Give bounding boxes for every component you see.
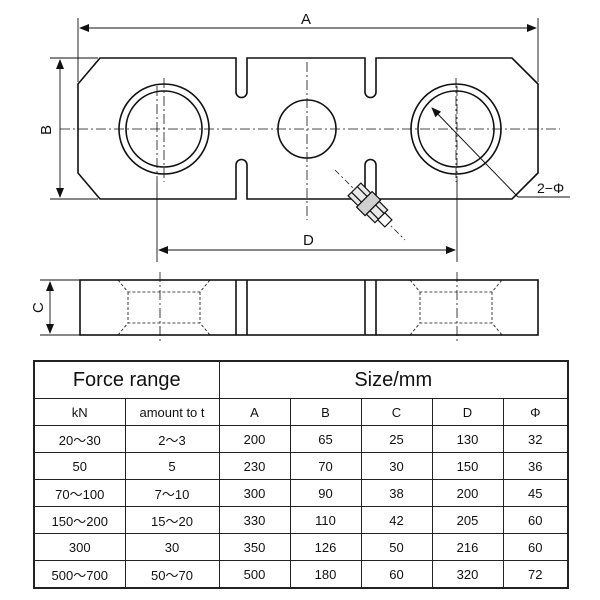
dimension-d: [156, 180, 458, 262]
cell-c: 30: [360, 452, 433, 480]
plate-outline: [77, 57, 539, 200]
dimension-d-label: D: [303, 232, 314, 249]
cell-kn: 50: [33, 452, 126, 480]
cell-phi: 45: [502, 479, 569, 507]
cable-connector: [334, 169, 406, 241]
table-row: 20～30 2～3 200 65 25 130 32: [33, 425, 569, 453]
side-view-hidden-bores: [117, 279, 503, 336]
cell-a: 500: [218, 560, 291, 589]
cell-a: 330: [218, 506, 291, 534]
cell-phi: 36: [502, 452, 569, 480]
cell-phi: 72: [502, 560, 569, 589]
cell-amount: 30: [124, 533, 220, 561]
cell-d: 320: [431, 560, 504, 589]
col-header-c: C: [360, 398, 433, 426]
side-view-center-lines: [159, 272, 458, 343]
cell-c: 42: [360, 506, 433, 534]
diameter-leader: [431, 107, 570, 198]
col-header-b: B: [289, 398, 362, 426]
table-row: 50 5 230 70 30 150 36: [33, 452, 569, 480]
force-range-header: Force range: [33, 360, 220, 399]
dimension-b-label: B: [38, 125, 55, 135]
cell-amount: 2～3: [124, 425, 220, 453]
col-header-d: D: [431, 398, 504, 426]
cell-kn: 150～200: [33, 506, 126, 534]
dimension-a-label: A: [301, 11, 311, 28]
cell-amount: 50～70: [124, 560, 220, 589]
cell-amount: 5: [124, 452, 220, 480]
col-header-phi: Φ: [502, 398, 569, 426]
cell-b: 180: [289, 560, 362, 589]
dimension-a: [77, 18, 539, 82]
cell-d: 205: [431, 506, 504, 534]
center-lines: [60, 62, 560, 220]
cell-c: 60: [360, 560, 433, 589]
cell-amount: 15～20: [124, 506, 220, 534]
column-header-row: kN amount to t A B C D Φ: [33, 398, 569, 426]
cell-phi: 60: [502, 506, 569, 534]
table-row: 150～200 15～20 330 110 42 205 60: [33, 506, 569, 534]
cell-b: 90: [289, 479, 362, 507]
cell-c: 25: [360, 425, 433, 453]
cell-a: 350: [218, 533, 291, 561]
table-row: 70～100 7～10 300 90 38 200 45: [33, 479, 569, 507]
cell-a: 230: [218, 452, 291, 480]
cell-a: 300: [218, 479, 291, 507]
cell-amount: 7～10: [124, 479, 220, 507]
cell-b: 70: [289, 452, 362, 480]
hole-callout: 2−Φ: [537, 180, 564, 196]
cell-c: 50: [360, 533, 433, 561]
dimension-c-label: C: [30, 302, 47, 313]
cell-b: 126: [289, 533, 362, 561]
cell-kn: 20～30: [33, 425, 126, 453]
col-header-a: A: [218, 398, 291, 426]
col-header-kn: kN: [33, 398, 126, 426]
dimension-b: [50, 57, 98, 200]
cell-kn: 500～700: [33, 560, 126, 589]
cell-b: 110: [289, 506, 362, 534]
size-header: Size/mm: [218, 360, 569, 399]
cell-a: 200: [218, 425, 291, 453]
table-row: 500～700 50～70 500 180 60 320 72: [33, 560, 569, 589]
cell-kn: 300: [33, 533, 126, 561]
cell-d: 200: [431, 479, 504, 507]
group-header-row: Force range Size/mm: [33, 360, 569, 399]
cell-phi: 60: [502, 533, 569, 561]
col-header-amount: amount to t: [124, 398, 220, 426]
table-row: 300 30 350 126 50 216 60: [33, 533, 569, 561]
side-view: [79, 279, 539, 336]
spec-table: Force range Size/mm kN amount to t A B C…: [33, 360, 569, 589]
cell-kn: 70～100: [33, 479, 126, 507]
cell-d: 216: [431, 533, 504, 561]
dimension-c: [40, 279, 80, 336]
cell-b: 65: [289, 425, 362, 453]
load-cell-drawing: 2−Φ A B D: [30, 11, 570, 343]
cell-d: 130: [431, 425, 504, 453]
cell-phi: 32: [502, 425, 569, 453]
cell-d: 150: [431, 452, 504, 480]
cell-c: 38: [360, 479, 433, 507]
